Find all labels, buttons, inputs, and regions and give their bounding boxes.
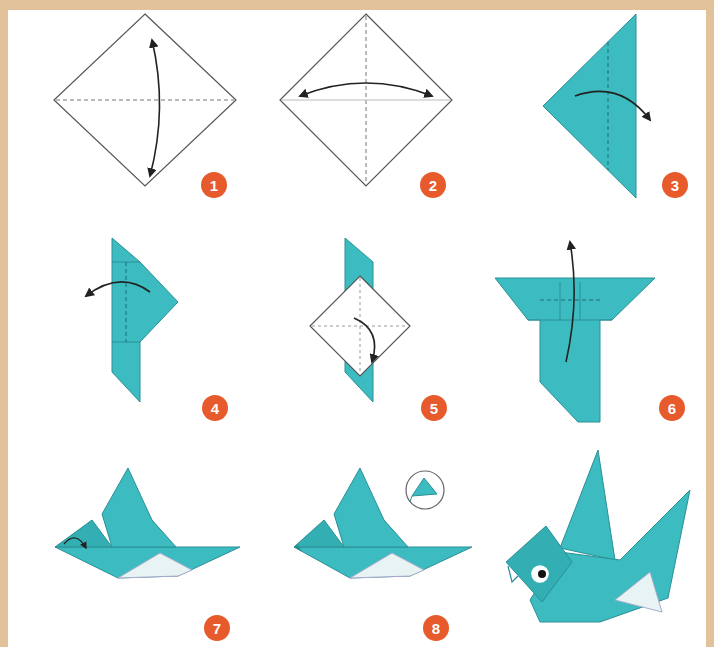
callout-number: 3 <box>662 172 688 198</box>
callout-number: 2 <box>420 172 446 198</box>
callout-number: 5 <box>421 395 447 421</box>
callout-number: 7 <box>204 615 230 641</box>
callout-number: 6 <box>659 395 685 421</box>
callout-number: 4 <box>202 395 228 421</box>
callout-number: 8 <box>423 615 449 641</box>
callout-number: 1 <box>201 172 227 198</box>
